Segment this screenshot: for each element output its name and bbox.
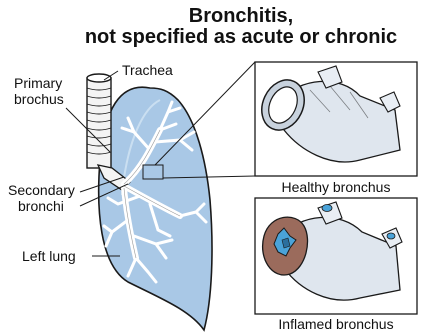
title-line-1: Bronchitis, (60, 6, 422, 27)
label-secondary-line-1: Secondary (8, 182, 75, 198)
trachea-shape (87, 74, 111, 168)
caption-healthy-bronchus: Healthy bronchus (255, 179, 417, 195)
label-trachea: Trachea (122, 62, 173, 78)
label-primary-line-1: Primary (14, 75, 62, 91)
label-primary-line-2: brochus (14, 91, 64, 107)
label-secondary-line-2: bronchi (18, 198, 64, 214)
inflamed-bronchus-image (255, 198, 417, 314)
title-line-2: not specified as acute or chronic (60, 27, 422, 48)
healthy-bronchus-image (254, 62, 417, 176)
caption-inflamed-bronchus: Inflamed bronchus (255, 316, 417, 332)
label-left-lung: Left lung (22, 248, 76, 264)
